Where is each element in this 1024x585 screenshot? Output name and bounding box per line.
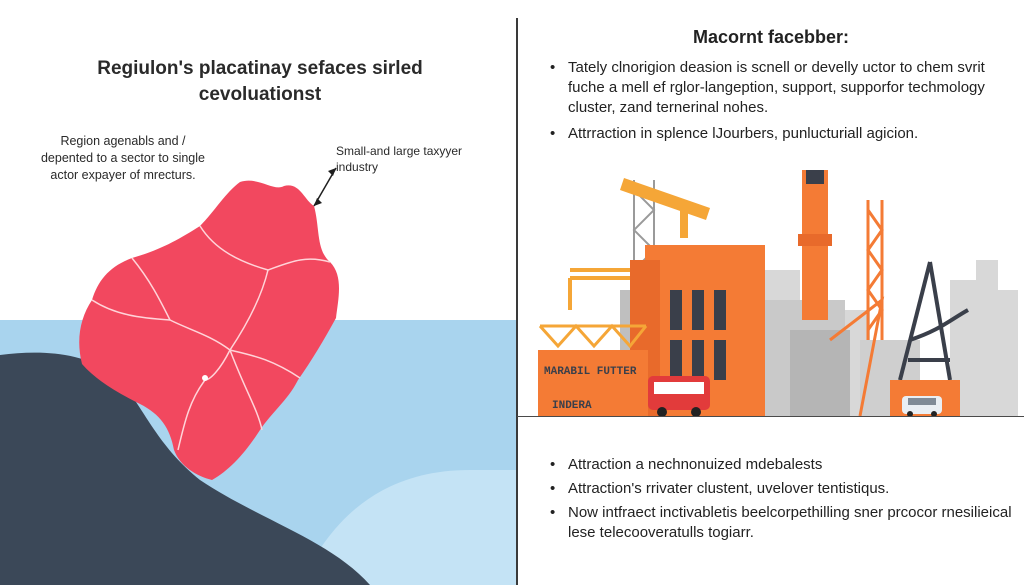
- right-top-title: Macornt facebber:: [692, 27, 850, 47]
- region-description: Region agenabls and / depented to a sect…: [40, 134, 205, 182]
- list-item: •Attrraction in splence lJourbers, punlu…: [550, 125, 919, 142]
- region-borders: [91, 225, 331, 451]
- right-bottom-panel: •Attraction a nechnonuized mdebalests •A…: [518, 417, 1024, 585]
- vertical-divider: [516, 18, 518, 585]
- sign-indera: INDERA: [552, 400, 592, 412]
- left-panel: Regiulon's placatinay sefaces sirled cev…: [0, 58, 516, 585]
- list-item: •Tately clnorigion deasion is scnell or …: [550, 59, 985, 116]
- sea-wave-light: [300, 470, 516, 585]
- sign-marabil-futter: MARABIL FUTTER: [544, 366, 637, 378]
- tower-crane: [620, 178, 710, 238]
- list-item: •Now intfraect inctivabletis beelcorpeth…: [550, 504, 1012, 541]
- region-shape: [79, 180, 340, 480]
- power-pylon: [898, 261, 969, 381]
- callout-arrowhead-bottom: [314, 198, 322, 206]
- red-bus: [648, 376, 710, 416]
- bullet-dot-icon: •: [550, 480, 556, 497]
- lattice-crane-right: [829, 200, 885, 416]
- callout-arrowhead-top: [328, 168, 336, 176]
- bullet-dot-icon: •: [550, 59, 556, 76]
- bottom-bullet-list: •Attraction a nechnonuized mdebalests •A…: [548, 455, 1018, 547]
- chimney-top: [806, 170, 824, 184]
- signage-building: [538, 350, 648, 416]
- left-title: Regiulon's placatinay sefaces sirled cev…: [97, 58, 423, 105]
- signage-scaffold: [538, 323, 648, 349]
- horizontal-divider: [517, 416, 1024, 417]
- bullet-dot-icon: •: [550, 504, 556, 521]
- regional-map-illustration: [0, 167, 516, 585]
- building-windows: [670, 290, 726, 380]
- region-center-marker: [202, 375, 208, 381]
- coastline-land: [0, 352, 370, 585]
- grey-building-block: [790, 330, 850, 416]
- right-top-panel: Macornt facebber: •Tately clnorigion dea…: [518, 0, 1024, 416]
- bullet-dot-icon: •: [550, 125, 556, 142]
- chimney-band: [798, 234, 832, 246]
- list-item: •Attraction's rrivater clustent, uvelove…: [550, 480, 890, 497]
- white-car: [902, 396, 942, 416]
- bullet-dot-icon: •: [550, 456, 556, 473]
- top-bullet-list: •Tately clnorigion deasion is scnell or …: [548, 58, 1008, 148]
- list-item: •Attraction a nechnonuized mdebalests: [550, 456, 823, 473]
- industry-callout: Small-and large taxyyer industry: [336, 144, 463, 174]
- industry-illustration: MARABIL FUTTER INDERA: [538, 170, 1018, 416]
